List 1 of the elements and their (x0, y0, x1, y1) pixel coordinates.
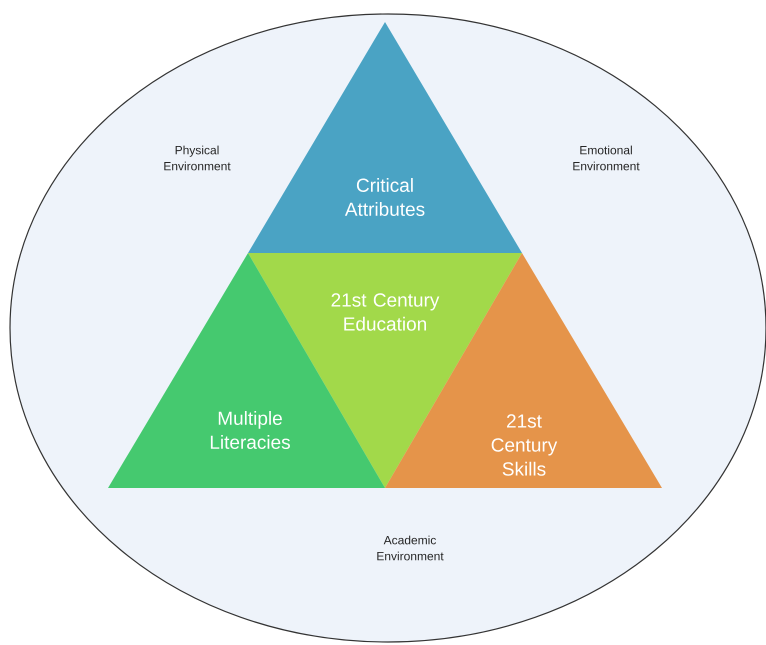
triangle: Critical Attributes (248, 22, 522, 253)
